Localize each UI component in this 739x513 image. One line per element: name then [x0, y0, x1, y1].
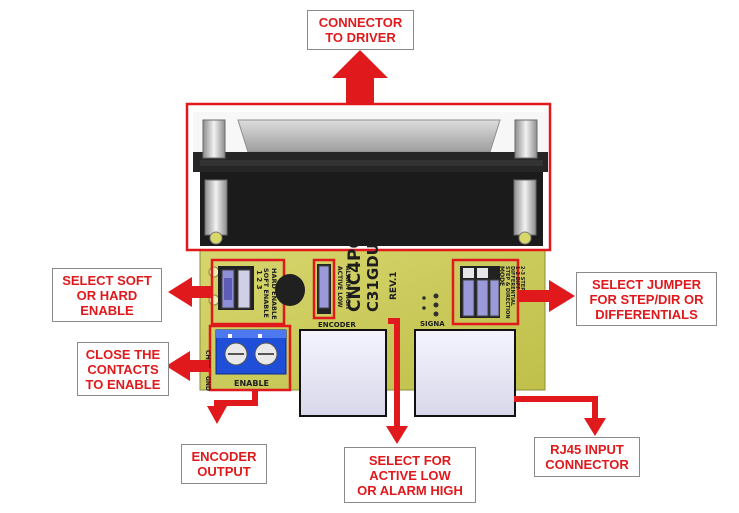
arrow-down-rj45 [584, 418, 606, 436]
silk-encoder: ENCODER [318, 321, 356, 329]
label-line: TO ENABLE [85, 376, 161, 392]
label-rj45-input: Rj45 INPUT CONNECTOR [534, 437, 640, 477]
enable-terminal-block [215, 329, 287, 375]
label-line: FOR STEP/DIR OR [589, 291, 704, 307]
arrow-up-connector [332, 50, 388, 103]
label-active-low: SELECT FOR ACTIVE LOW OR ALARM HIGH [344, 447, 476, 503]
label-line: OR HARD [76, 287, 138, 303]
silk-soft-enable: SOFT ENABLE [262, 268, 270, 318]
silk-cnc4pc: CNC4PC [345, 236, 365, 312]
label-line: CONTACTS [87, 361, 159, 377]
label-line: ENABLE [80, 302, 134, 318]
silk-alarm-high: ALARM HIGH [344, 266, 351, 309]
silkscreen: 1 2 3 SOFT ENABLE HARD ENABLE ACTIVE LOW… [204, 236, 525, 391]
arrow-left-contacts [166, 351, 209, 381]
label-select-soft-hard: SELECT SOFT OR HARD ENABLE [52, 268, 162, 322]
highlight-active-jumper [312, 258, 336, 320]
silk-hard-enable: HARD ENABLE [270, 268, 278, 320]
label-connector-to-driver: CONNECTOR TO DRIVER [307, 10, 414, 50]
mode-jumpers [460, 266, 500, 318]
label-line: CLOSE THE [85, 346, 161, 362]
label-select-step-dir: SELECT JUMPER FOR STEP/DIR OR DIFFERENTI… [576, 272, 717, 326]
label-line: CONNECTOR [545, 457, 629, 472]
silk-mode: MODE [498, 266, 505, 286]
silk-mode-4: 2-3 STEP DIR [519, 266, 525, 303]
dsub-connector [193, 112, 548, 246]
arrow-down-encoder [207, 406, 227, 424]
callout-arrows [166, 50, 606, 444]
silk-model: C31GDU [364, 243, 382, 312]
label-line: SELECT FOR [368, 452, 452, 468]
label-line: Rj45 INPUT [550, 442, 624, 457]
silk-enable: ENABLE [234, 379, 269, 388]
label-line: ENCODER [191, 449, 257, 464]
arrow-down-active-low [386, 426, 408, 444]
silk-chck: CHCK [204, 350, 211, 369]
rj45-jacks [299, 329, 516, 417]
label-encoder-output: ENCODER OUTPUT [181, 444, 267, 484]
silk-gnd: GND [204, 376, 211, 391]
arrow-right-step-dir [519, 280, 575, 312]
label-line: TO DRIVER [325, 30, 396, 45]
label-line: OR ALARM HIGH [357, 482, 463, 498]
active-low-jumper [317, 264, 331, 314]
soft-hard-jumper [218, 266, 254, 310]
label-line: OUTPUT [197, 464, 251, 479]
arrow-left-soft-hard [168, 277, 211, 307]
silk-active-low: ACTIVE LOW [336, 266, 343, 308]
label-line: SELECT SOFT [62, 272, 152, 288]
highlight-mode-jumper [451, 258, 520, 326]
highlight-enable-terminal [208, 324, 292, 392]
label-line: DIFFERENTIALS [595, 306, 698, 322]
label-line: SELECT JUMPER [591, 276, 702, 292]
label-line: ACTIVE LOW [369, 467, 451, 483]
encoder-rj45-jack [299, 329, 387, 417]
silk-rev: REV.1 [389, 271, 399, 300]
signal-rj45-jack [414, 329, 516, 417]
highlight-boxes [185, 102, 552, 392]
silk-mode-3: 1-2 DIFF [514, 266, 520, 290]
capacitor [275, 274, 305, 306]
silk-signal: SIGNA [420, 320, 445, 328]
label-line: CONNECTOR [318, 15, 403, 30]
silk-mode-2: DIFFERENTIAL [509, 266, 515, 307]
silk-mode-1: STEP & DIRECTION [504, 266, 510, 319]
highlight-connector [185, 102, 552, 252]
silk-pins: 1 2 3 [255, 270, 263, 290]
label-close-contacts: CLOSE THE CONTACTS TO ENABLE [77, 342, 169, 396]
